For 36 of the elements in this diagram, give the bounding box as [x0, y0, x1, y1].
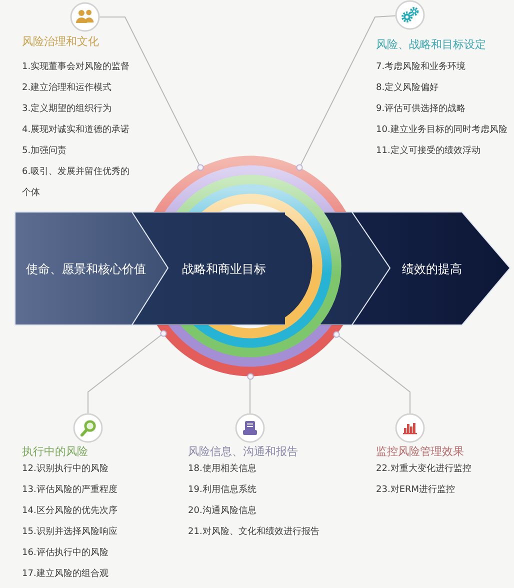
list-item: 8.定义风险偏好 [376, 82, 439, 94]
document-icon [235, 413, 265, 443]
section-heading: 监控风险管理效果 [376, 445, 464, 459]
section-heading: 风险、战略和目标设定 [376, 38, 486, 52]
list-item: 20.沟通风险信息 [188, 504, 256, 518]
bar-chart-icon [395, 413, 425, 443]
list-item: 6.吸引、发展并留住优秀的个体 [22, 166, 131, 200]
list-item: 10.建立业务目标的同时考虑风险 [376, 124, 508, 136]
list-item: 2.建立治理和运作模式 [22, 82, 112, 94]
list-item: 5.加强问责 [22, 144, 67, 158]
list-item: 16.评估执行中的风险 [22, 546, 108, 560]
list-item: 23.对ERM进行监控 [376, 484, 456, 497]
list-item: 17.建立风险的组合观 [22, 568, 108, 581]
list-item: 15.识别并选择风险响应 [22, 526, 118, 539]
list-item: 13.评估风险的严重程度 [22, 484, 118, 497]
list-item: 1.实现董事会对风险的监督 [22, 60, 130, 74]
list-item: 12.识别执行中的风险 [22, 462, 108, 476]
section-heading: 执行中的风险 [22, 445, 88, 459]
chevron-band: 绩效的提高 [352, 212, 510, 325]
leader-line [88, 333, 164, 414]
chevron-band: 使命、愿景和核心价值 [15, 212, 168, 325]
list-item: 4.展现对诚实和道德的承诺 [22, 124, 130, 136]
list-item: 19.利用信息系统 [188, 484, 256, 497]
list-item: 3.定义期望的组织行为 [22, 102, 112, 116]
list-item: 7.考虑风险和业务环境 [376, 60, 466, 74]
list-item: 18.使用相关信息 [188, 462, 256, 476]
list-item: 21.对风险、文化和绩效进行报告 [188, 526, 320, 539]
section-heading: 风险治理和文化 [22, 35, 99, 49]
list-item: 22.对重大变化进行监控 [376, 462, 472, 476]
list-item: 9.评估可供选择的战略 [376, 102, 466, 116]
search-icon [73, 413, 103, 443]
gear-icon [395, 0, 425, 30]
list-item: 11.定义可接受的绩效浮动 [376, 144, 480, 158]
list-item: 14.区分风险的优先次序 [22, 504, 118, 518]
section-heading: 风险信息、沟通和报告 [188, 445, 298, 459]
people-icon [70, 2, 100, 32]
